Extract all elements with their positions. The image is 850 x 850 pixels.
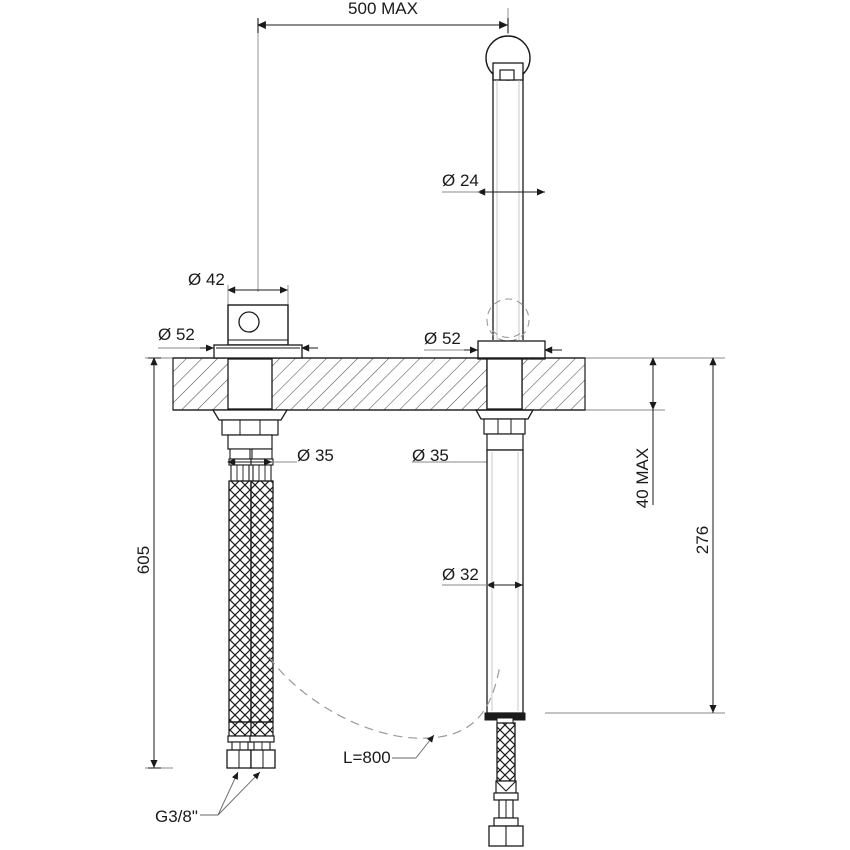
- leader-g38: [200, 771, 261, 816]
- label-dim-dia-35-left: Ø 35: [297, 446, 334, 465]
- countertop-section: [172, 357, 586, 411]
- valve-hose-collars: [228, 448, 274, 482]
- label-dim-l-800: L=800: [343, 748, 391, 767]
- label-dim-dia-52-left: Ø 52: [158, 325, 195, 344]
- valve-deck-flange: [213, 344, 303, 359]
- spout-head: [485, 35, 531, 81]
- label-dim-g38: G3/8": [155, 807, 198, 826]
- spout-underdeck-fixing: [474, 409, 535, 451]
- spout-hidden-cartridge: [486, 298, 530, 342]
- label-dim-500-max: 500 MAX: [348, 0, 418, 18]
- valve-control-body: [227, 304, 289, 346]
- valve-hose-end-fittings: [226, 721, 276, 769]
- spout-flexible-hose: [496, 722, 516, 782]
- spout-lower-body: [486, 449, 524, 714]
- spout-deck-flange: [477, 340, 546, 360]
- valve-flexible-hoses: [228, 480, 274, 723]
- label-dim-dia-52-right: Ø 52: [424, 329, 461, 348]
- spout-tube: [492, 72, 524, 340]
- dimension-labels: 500 MAX Ø 24 Ø 42 Ø 52 Ø 52 Ø 35 Ø 35 Ø …: [134, 0, 712, 826]
- label-dim-dia-32: Ø 32: [442, 565, 479, 584]
- label-dim-dia-42: Ø 42: [188, 270, 225, 289]
- label-dim-605: 605: [134, 546, 153, 574]
- label-dim-276: 276: [693, 526, 712, 554]
- label-dim-dia-24: Ø 24: [442, 171, 479, 190]
- spout-outlet-base: [484, 712, 526, 724]
- leader-l-800: [392, 734, 435, 759]
- valve-underdeck-fixing: [211, 409, 289, 450]
- hose-routing-dashed-loop: [268, 656, 501, 739]
- dimension-500-max: [257, 18, 509, 33]
- label-dim-dia-35-right: Ø 35: [412, 446, 449, 465]
- label-dim-40-max: 40 MAX: [633, 448, 652, 508]
- spout-hose-end-fitting: [488, 780, 524, 847]
- dimension-605: [148, 357, 161, 769]
- dimension-dia-42: [227, 285, 289, 305]
